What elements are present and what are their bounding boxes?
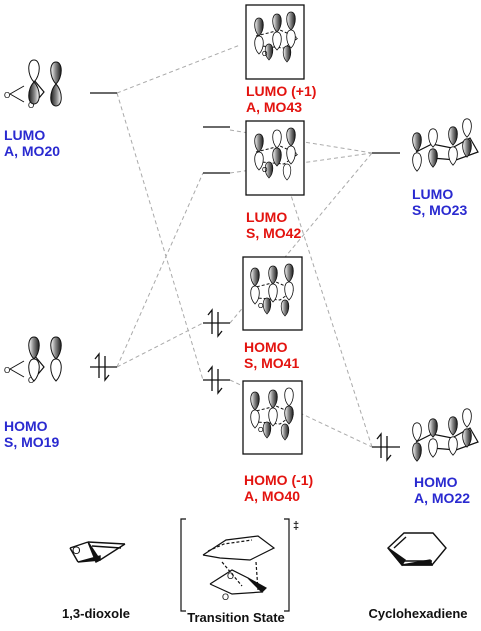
corr-dioxole-lumo-to-ts-homo-minus1 <box>116 92 204 381</box>
ts-oxygen-label: O <box>222 592 229 602</box>
energy-levels <box>90 92 400 448</box>
ts-homo-symmetry: S, MO41 <box>244 355 300 371</box>
corr-dioxole-homo-to-ts-homo <box>116 322 204 368</box>
dioxole-lumo-label: LUMO A, MO20 <box>4 127 60 159</box>
ts-caption: Transition State <box>187 610 285 625</box>
oxygen-label: O <box>28 101 34 110</box>
diene-homo-symmetry: A, MO22 <box>414 490 471 506</box>
dioxole-structure: O <box>69 541 126 563</box>
oxygen-label: O <box>4 91 10 100</box>
ts-lumo-label: LUMO S, MO42 <box>246 209 301 241</box>
ts-lumo-symmetry: S, MO42 <box>246 225 302 241</box>
ts-homo-minus1-name: HOMO (-1) <box>244 472 314 488</box>
ts-homo-name: HOMO <box>244 339 288 355</box>
oxygen-label: O <box>4 366 10 375</box>
diene-homo-name: HOMO <box>414 474 458 490</box>
dioxole-homo-name: HOMO <box>4 418 48 434</box>
diene-lumo-orbital <box>412 118 479 172</box>
ts-lumo-plus1-box: O <box>245 4 305 80</box>
ts-lumo-box: O <box>245 120 305 196</box>
dioxole-homo-orbital: O O <box>4 336 62 385</box>
electron-pair-dioxole-homo <box>94 352 110 382</box>
electron-pair-diene-homo <box>376 432 392 462</box>
ts-oxygen-label: O <box>227 571 234 581</box>
diene-homo-orbital <box>412 408 479 462</box>
oxygen-label: O <box>262 51 268 58</box>
dioxole-lumo-name: LUMO <box>4 127 46 143</box>
ts-lumo-plus1-name: LUMO (+1) <box>246 83 317 99</box>
diene-lumo-symmetry: S, MO23 <box>412 202 468 218</box>
ts-lumo-name: LUMO <box>246 209 288 225</box>
dioxole-caption: 1,3-dioxole <box>62 606 130 621</box>
electron-pairs <box>94 308 392 462</box>
oxygen-label: O <box>258 303 264 310</box>
diene-lumo-name: LUMO <box>412 186 454 202</box>
ts-homo-box: O <box>242 256 303 331</box>
oxygen-label: O <box>258 427 264 434</box>
cyclohexadiene-structure <box>387 532 447 567</box>
electron-pair-ts-homo <box>207 308 223 338</box>
ts-homo-minus1-box: O <box>242 380 303 455</box>
ts-structure <box>180 518 290 612</box>
dioxole-lumo-orbital: O O <box>4 59 62 110</box>
ts-homo-label: HOMO S, MO41 <box>244 339 299 371</box>
corr-dioxole-homo-to-ts-lumo <box>116 172 204 368</box>
dioxole-homo-label: HOMO S, MO19 <box>4 418 59 450</box>
diene-homo-label: HOMO A, MO22 <box>414 474 470 506</box>
cyclohexadiene-caption: Cyclohexadiene <box>368 606 468 621</box>
ts-homo-minus1-label: HOMO (-1) A, MO40 <box>244 472 313 504</box>
oxygen-label: O <box>28 376 34 385</box>
double-dagger-mark: ‡ <box>293 520 300 532</box>
corr-dioxole-lumo-to-ts-lumo-plus1 <box>116 44 241 94</box>
electron-pair-ts-homo-minus1 <box>207 365 223 395</box>
ts-lumo-plus1-label: LUMO (+1) A, MO43 <box>246 83 316 115</box>
oxygen-label: O <box>262 167 268 174</box>
ts-homo-minus1-symmetry: A, MO40 <box>244 488 301 504</box>
ts-lumo-plus1-symmetry: A, MO43 <box>246 99 303 115</box>
dioxole-lumo-symmetry: A, MO20 <box>4 143 61 159</box>
oxygen-label: O <box>72 545 81 557</box>
diene-lumo-label: LUMO S, MO23 <box>412 186 467 218</box>
dioxole-homo-symmetry: S, MO19 <box>4 434 60 450</box>
